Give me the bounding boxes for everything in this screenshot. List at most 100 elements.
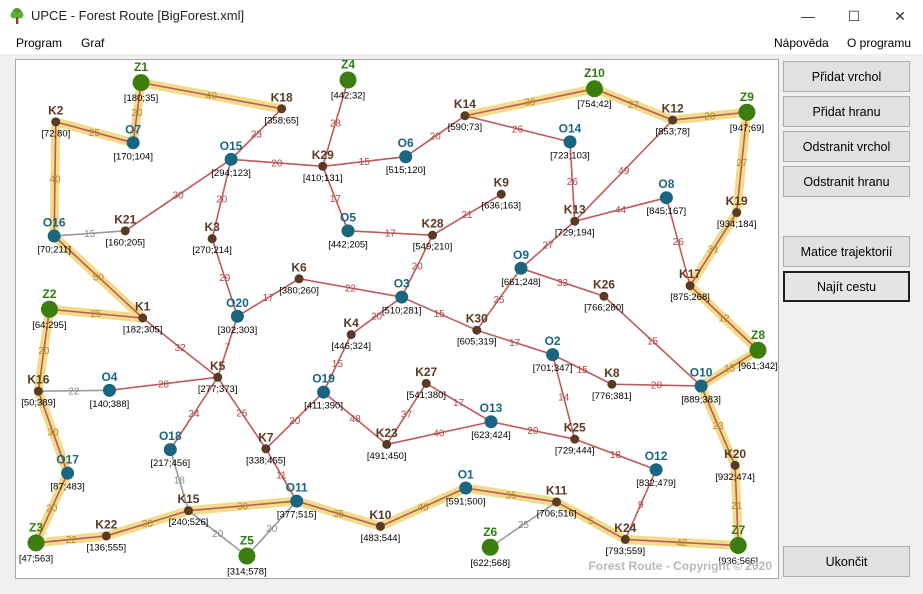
node-O15[interactable] [224, 152, 238, 166]
edge-O2-K8[interactable] [552, 353, 613, 385]
node-O13[interactable] [484, 415, 498, 429]
edge-Z9-K12[interactable] [672, 111, 748, 121]
close-button[interactable]: ✕ [877, 0, 923, 32]
find-path-button[interactable]: Najít cestu [783, 271, 910, 302]
node-K14[interactable] [460, 111, 470, 121]
add-edge-button[interactable]: Přidat hranu [783, 96, 910, 127]
edge-Z2-K1[interactable] [49, 308, 143, 319]
edge-K12-Z10[interactable] [594, 87, 673, 121]
edge-Z8-K17[interactable] [689, 285, 759, 351]
node-O2[interactable] [546, 348, 560, 362]
node-K22[interactable] [101, 531, 111, 541]
node-O19[interactable] [317, 385, 331, 399]
edge-O20-K6[interactable] [237, 278, 300, 317]
remove-edge-button[interactable]: Odstranit hranu [783, 166, 910, 197]
edge-K13-O9[interactable] [520, 220, 576, 269]
edge-K25-O12[interactable] [574, 438, 657, 471]
edge-K13-O8[interactable] [574, 196, 667, 223]
edge-O4-K5[interactable] [109, 376, 218, 392]
edge-K15-O11[interactable] [188, 500, 297, 512]
edge-K14-O14[interactable] [464, 114, 571, 143]
edge-K1-K5[interactable] [142, 317, 219, 378]
graph-svg[interactable]: 4020254050252030202230303540355422123151… [16, 60, 778, 578]
node-O14[interactable] [563, 135, 577, 149]
edge-K3-O20[interactable] [211, 238, 239, 317]
edge-Z7-K20[interactable] [734, 465, 740, 546]
node-K7[interactable] [261, 444, 271, 454]
node-K6[interactable] [294, 274, 304, 284]
edge-Z10-K14[interactable] [464, 87, 595, 117]
node-Z4[interactable] [339, 71, 357, 89]
node-O16[interactable] [47, 229, 61, 243]
edge-O13-K25[interactable] [490, 420, 575, 440]
node-K10[interactable] [375, 521, 385, 531]
edge-O6-K14[interactable] [405, 115, 466, 158]
menu-help[interactable]: Nápověda [774, 36, 829, 50]
node-O12[interactable] [649, 463, 663, 477]
node-K2[interactable] [51, 117, 61, 127]
node-O3[interactable] [395, 290, 409, 304]
node-K1[interactable] [138, 313, 148, 323]
edge-K10-O1[interactable] [380, 487, 467, 528]
node-O6[interactable] [399, 150, 413, 164]
edge-K26-O10[interactable] [603, 295, 702, 387]
edge-K23-K27[interactable] [386, 382, 427, 445]
node-O10[interactable] [694, 379, 708, 393]
node-K23[interactable] [382, 439, 392, 449]
node-O17[interactable] [61, 466, 75, 480]
edge-K16-O17[interactable] [37, 390, 69, 474]
add-vertex-button[interactable]: Přidat vrchol [783, 61, 910, 92]
edge-O20-K5[interactable] [216, 316, 239, 378]
edge-K2-O16[interactable] [53, 121, 57, 237]
edge-K2-O7[interactable] [55, 121, 134, 144]
node-Z9[interactable] [738, 103, 756, 121]
edge-O12-K24[interactable] [624, 469, 657, 540]
node-K18[interactable] [277, 104, 287, 114]
edge-O5-K28[interactable] [347, 230, 433, 236]
remove-vertex-button[interactable]: Odstranit vrchol [783, 131, 910, 162]
edge-K30-O9[interactable] [476, 267, 522, 331]
edge-O8-K17[interactable] [665, 197, 691, 286]
edge-O16-K1[interactable] [53, 235, 144, 319]
exit-button[interactable]: Ukončit [783, 546, 910, 577]
edge-K11-K24[interactable] [556, 501, 626, 541]
node-Z1[interactable] [132, 74, 150, 92]
edge-K19-Z9[interactable] [735, 112, 748, 213]
node-K28[interactable] [428, 230, 438, 240]
node-O7[interactable] [126, 136, 140, 150]
node-O18[interactable] [163, 443, 177, 457]
node-K20[interactable] [730, 460, 740, 470]
edge-K7-O19[interactable] [265, 391, 325, 450]
menu-about[interactable]: O programu [847, 36, 912, 50]
edge-K30-O2[interactable] [476, 329, 553, 356]
edge-O3-K4[interactable] [350, 296, 403, 336]
edge-O18-K15[interactable] [169, 449, 190, 511]
edge-K15-Z5[interactable] [187, 510, 248, 557]
edge-O2-K25[interactable] [551, 354, 576, 440]
edge-K29-O5[interactable] [322, 166, 349, 232]
node-Z7[interactable] [729, 537, 747, 555]
node-Z2[interactable] [40, 300, 58, 318]
node-Z10[interactable] [585, 80, 603, 98]
edge-K6-O3[interactable] [298, 277, 402, 298]
edge-O3-K30[interactable] [401, 296, 478, 331]
menu-program[interactable]: Program [16, 36, 63, 50]
node-K24[interactable] [620, 534, 630, 544]
edge-O19-K23[interactable] [323, 391, 388, 446]
node-O20[interactable] [230, 309, 244, 323]
node-K30[interactable] [472, 325, 482, 335]
edge-K12-K13[interactable] [574, 119, 674, 222]
maximize-button[interactable]: ☐ [831, 0, 877, 32]
node-K11[interactable] [552, 497, 562, 507]
edge-K27-O13[interactable] [425, 382, 492, 423]
node-K4[interactable] [346, 330, 356, 340]
edge-O11-K10[interactable] [296, 500, 381, 528]
node-O9[interactable] [514, 261, 528, 275]
minimize-button[interactable]: — [785, 0, 831, 32]
edge-K18-O15[interactable] [230, 108, 283, 160]
edge-K5-O18[interactable] [169, 376, 219, 451]
edge-K22-K15[interactable] [106, 509, 189, 537]
edge-Z5-O11[interactable] [246, 500, 298, 557]
edge-Z1-K18[interactable] [140, 81, 282, 110]
